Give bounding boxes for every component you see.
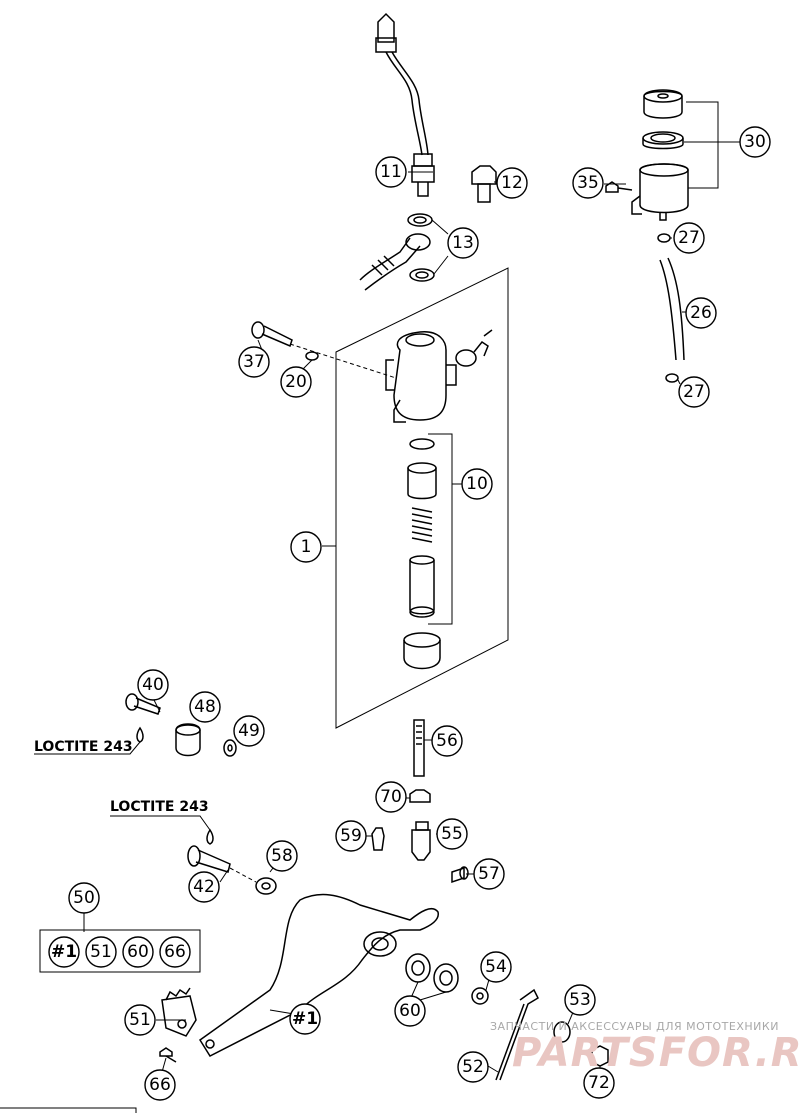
svg-text:11: 11 bbox=[380, 162, 402, 182]
callout-49[interactable]: 49 bbox=[233, 715, 265, 747]
callout-42[interactable]: 42 bbox=[188, 871, 220, 903]
svg-text:20: 20 bbox=[285, 372, 307, 392]
callout-12[interactable]: 12 bbox=[496, 167, 528, 199]
svg-text:26: 26 bbox=[690, 303, 712, 323]
callout-66[interactable]: 66 bbox=[144, 1069, 176, 1101]
callout-59[interactable]: 59 bbox=[335, 820, 367, 852]
callout-52[interactable]: 52 bbox=[457, 1051, 489, 1083]
callout-56[interactable]: 56 bbox=[431, 725, 463, 757]
svg-text:66: 66 bbox=[149, 1075, 171, 1095]
svg-text:60: 60 bbox=[399, 1001, 421, 1021]
svg-text:70: 70 bbox=[380, 787, 402, 807]
callout-1[interactable]: 1 bbox=[290, 531, 322, 563]
svg-text:13: 13 bbox=[452, 233, 474, 253]
svg-text:42: 42 bbox=[193, 877, 215, 897]
svg-text:10: 10 bbox=[466, 474, 488, 494]
svg-text:56: 56 bbox=[436, 731, 458, 751]
watermark-brand: PARTSFOR.RU bbox=[512, 1030, 800, 1076]
svg-text:30: 30 bbox=[744, 132, 766, 152]
return-spring bbox=[495, 988, 609, 1081]
brake-light-switch bbox=[375, 12, 435, 197]
svg-text:37: 37 bbox=[243, 352, 265, 372]
master-cylinder-body bbox=[385, 329, 493, 423]
callout-51[interactable]: 51 bbox=[124, 1004, 156, 1036]
key-callout-51[interactable]: 51 bbox=[85, 936, 117, 968]
callout-50[interactable]: 50 bbox=[68, 882, 100, 914]
loctite-label-lower: LOCTITE 243 bbox=[110, 799, 209, 815]
banjo-bolt bbox=[471, 165, 497, 203]
key-callout-66[interactable]: 66 bbox=[159, 936, 191, 968]
key-callout-1[interactable]: #1 bbox=[48, 936, 80, 968]
callout-37[interactable]: 37 bbox=[238, 346, 270, 378]
svg-text:57: 57 bbox=[478, 864, 500, 884]
reservoir-screw bbox=[605, 181, 633, 193]
callout-35[interactable]: 35 bbox=[572, 167, 604, 199]
bearings bbox=[405, 953, 489, 1005]
svg-text:49: 49 bbox=[238, 721, 260, 741]
brake-pedal bbox=[198, 893, 439, 1057]
svg-text:59: 59 bbox=[340, 826, 362, 846]
callout-70[interactable]: 70 bbox=[375, 781, 407, 813]
brake-fluid-reservoir bbox=[631, 89, 689, 221]
svg-text:60: 60 bbox=[127, 942, 149, 962]
svg-text:#1: #1 bbox=[292, 1009, 318, 1029]
svg-text:51: 51 bbox=[129, 1010, 151, 1030]
callout-30[interactable]: 30 bbox=[739, 126, 771, 158]
callout-57[interactable]: 57 bbox=[473, 858, 505, 890]
loctite-label-upper: LOCTITE 243 bbox=[34, 739, 133, 755]
callout-26[interactable]: 26 bbox=[685, 297, 717, 329]
callout-60[interactable]: 60 bbox=[394, 995, 426, 1027]
svg-text:66: 66 bbox=[164, 942, 186, 962]
piston-kit bbox=[403, 438, 441, 670]
svg-text:72: 72 bbox=[588, 1073, 610, 1093]
pivot-bolt bbox=[187, 828, 277, 895]
svg-text:50: 50 bbox=[73, 888, 95, 908]
svg-text:58: 58 bbox=[271, 846, 293, 866]
pedal-tip bbox=[159, 987, 197, 1063]
svg-text:51: 51 bbox=[90, 942, 112, 962]
callout-pedal[interactable]: #1 bbox=[289, 1003, 321, 1035]
svg-text:12: 12 bbox=[501, 173, 523, 193]
callout-20[interactable]: 20 bbox=[280, 366, 312, 398]
svg-text:27: 27 bbox=[678, 228, 700, 248]
callout-72[interactable]: 72 bbox=[583, 1067, 615, 1099]
svg-text:27: 27 bbox=[683, 382, 705, 402]
svg-text:54: 54 bbox=[485, 957, 507, 977]
callout-11[interactable]: 11 bbox=[375, 156, 407, 188]
callout-58[interactable]: 58 bbox=[266, 840, 298, 872]
svg-text:#1: #1 bbox=[51, 942, 77, 962]
callout-13[interactable]: 13 bbox=[447, 227, 479, 259]
watermark-tagline: ЗАПЧАСТИ И АКСЕССУАРЫ ДЛЯ МОТОТЕХНИКИ bbox=[490, 1020, 779, 1033]
svg-text:35: 35 bbox=[577, 173, 599, 193]
kit-contents-box bbox=[39, 929, 201, 973]
callout-27-lower[interactable]: 27 bbox=[678, 376, 710, 408]
svg-text:1: 1 bbox=[301, 537, 312, 557]
svg-text:40: 40 bbox=[142, 675, 164, 695]
svg-text:48: 48 bbox=[194, 697, 216, 717]
callout-48[interactable]: 48 bbox=[189, 691, 221, 723]
push-rod-assembly bbox=[371, 719, 469, 884]
callout-54[interactable]: 54 bbox=[480, 951, 512, 983]
svg-text:55: 55 bbox=[441, 824, 463, 844]
callout-53[interactable]: 53 bbox=[564, 984, 596, 1016]
key-callout-60[interactable]: 60 bbox=[122, 936, 154, 968]
callout-55[interactable]: 55 bbox=[436, 818, 468, 850]
callout-27-upper[interactable]: 27 bbox=[673, 222, 705, 254]
hose-clamps-and-hose bbox=[657, 233, 685, 383]
callout-10[interactable]: 10 bbox=[461, 468, 493, 500]
svg-text:52: 52 bbox=[462, 1057, 484, 1077]
svg-text:53: 53 bbox=[569, 990, 591, 1010]
hose-fitting bbox=[359, 213, 435, 291]
callout-40[interactable]: 40 bbox=[137, 669, 169, 701]
